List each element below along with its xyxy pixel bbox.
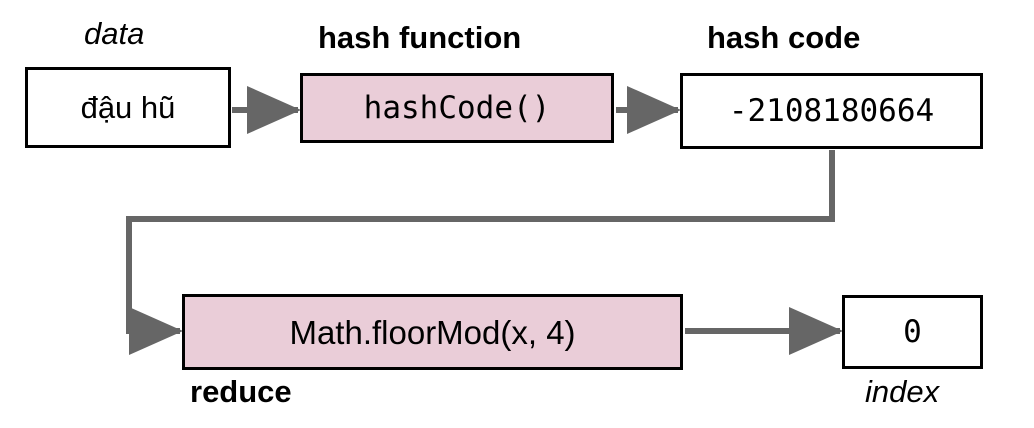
caption-reduce: reduce [190, 374, 292, 409]
caption-index: index [865, 374, 940, 409]
node-data-value: đậu hũ [25, 67, 231, 148]
node-index-value: 0 [842, 295, 983, 369]
node-hash-function-value: hashCode() [300, 73, 614, 143]
node-reduce-value: Math.floorMod(x, 4) [182, 294, 683, 370]
caption-data: data [84, 16, 145, 51]
caption-hash-function: hash function [318, 20, 522, 55]
node-hash-code-value: -2108180664 [680, 73, 983, 149]
caption-hash-code: hash code [707, 20, 861, 55]
